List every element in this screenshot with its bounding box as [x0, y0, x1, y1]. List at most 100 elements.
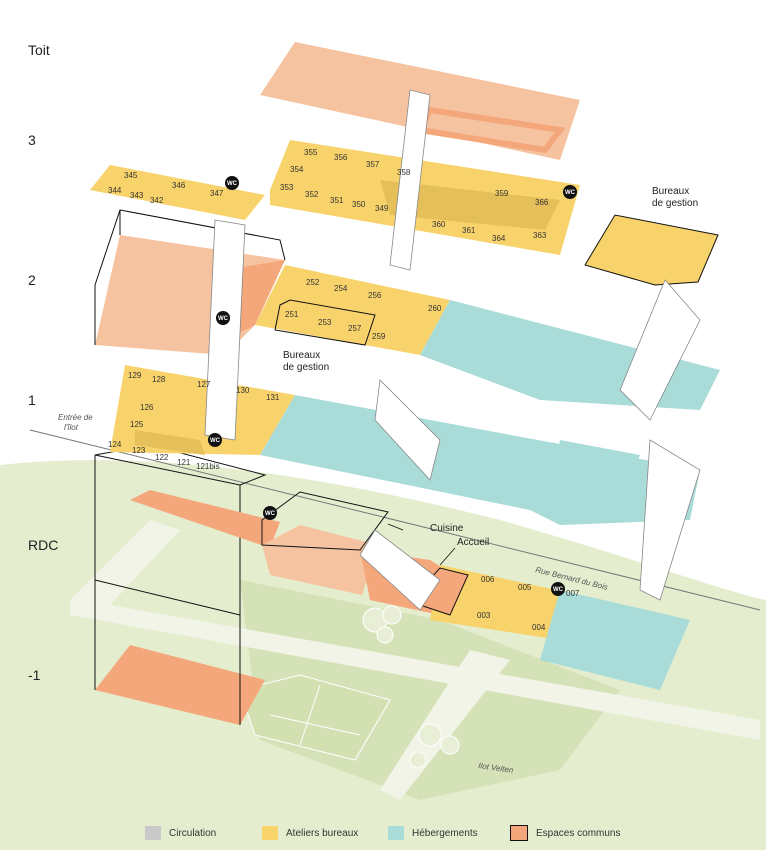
level-minus1-commons	[95, 645, 265, 725]
level2-frame	[94, 209, 286, 345]
legend: Circulation Ateliers bureaux Hébergement…	[0, 820, 766, 846]
legend-item-hebergements: Hébergements	[388, 825, 478, 841]
room-label: 125	[130, 420, 144, 429]
trees-icon	[362, 605, 460, 769]
svg-text:WC: WC	[265, 511, 276, 517]
room-label: 123	[132, 446, 146, 455]
legend-swatch-ateliers	[262, 826, 278, 840]
room-label: 361	[462, 226, 476, 235]
stairs	[204, 89, 701, 611]
room-label: 260	[428, 304, 442, 313]
level1-heb-wing	[550, 440, 640, 510]
room-label: 355	[304, 148, 318, 157]
level-label-minus1: -1	[28, 667, 41, 683]
level1-circulation	[135, 430, 205, 455]
room-label: 358	[397, 168, 411, 177]
room-label: 342	[150, 196, 164, 205]
ground-path	[70, 520, 760, 740]
room-label: 347	[210, 189, 224, 198]
accueil-label: Accueil	[457, 537, 489, 548]
rdc-ateliers	[430, 565, 580, 640]
entree-ilot-label: Entrée de	[58, 413, 93, 422]
level3-circulation	[380, 180, 560, 230]
room-label: 364	[492, 234, 506, 243]
legend-label: Circulation	[169, 827, 217, 839]
bureaux-gestion-top-label: de gestion	[652, 198, 698, 209]
room-label: 345	[124, 171, 138, 180]
wc-marker-icon: WC WC WC WC WC WC	[208, 176, 577, 596]
legend-swatch-hebergements	[388, 826, 404, 840]
room-label: 006	[481, 575, 495, 584]
room-label: 343	[130, 191, 144, 200]
room-label: 004	[532, 623, 546, 632]
entree-ilot-label: l'îlot	[64, 423, 79, 432]
legend-swatch-espaces	[510, 825, 528, 841]
room-label: 350	[352, 200, 366, 209]
room-label: 259	[372, 332, 386, 341]
svg-text:WC: WC	[565, 190, 576, 196]
room-label: 344	[108, 186, 122, 195]
room-label: 256	[368, 291, 382, 300]
room-label: 254	[334, 284, 348, 293]
level2-ateliers	[255, 265, 450, 355]
street-line	[29, 429, 761, 611]
bureaux-gestion-top-label: Bureaux	[652, 186, 689, 197]
room-label: 129	[128, 371, 142, 380]
legend-item-ateliers: Ateliers bureaux	[262, 825, 358, 841]
room-label: 363	[533, 231, 547, 240]
svg-text:WC: WC	[553, 587, 564, 593]
room-label: 121	[177, 458, 191, 467]
legend-item-circulation: Circulation	[145, 825, 216, 841]
room-label: 122	[155, 453, 169, 462]
bureaux-gestion-mid-label: de gestion	[283, 362, 329, 373]
legend-label: Espaces communs	[536, 827, 621, 839]
sport-field	[239, 674, 391, 761]
level-label-2: 2	[28, 272, 36, 288]
cuisine-label: Cuisine	[430, 523, 464, 534]
level-label-3: 3	[28, 132, 36, 148]
room-label: 124	[108, 440, 122, 449]
bureaux-gestion-top	[584, 214, 719, 286]
room-label: 007	[566, 589, 580, 598]
room-label: 359	[495, 189, 509, 198]
room-label: 356	[334, 153, 348, 162]
svg-text:WC: WC	[218, 316, 229, 322]
room-label: 003	[477, 611, 491, 620]
rdc-commons-a	[130, 490, 280, 548]
level-label-1: 1	[28, 392, 36, 408]
room-label: 366	[535, 198, 549, 207]
room-label: 127	[197, 380, 211, 389]
level-label-rdc: RDC	[28, 537, 58, 553]
rdc-hebergements	[540, 590, 690, 690]
room-label: 346	[172, 181, 186, 190]
room-label: 128	[152, 375, 166, 384]
room-label: 252	[306, 278, 320, 287]
room-label: 130	[236, 386, 250, 395]
rdc-commons-b	[262, 525, 378, 595]
level1-ateliers	[110, 365, 295, 455]
room-label: 005	[518, 583, 532, 592]
legend-swatch-circulation	[145, 826, 161, 840]
room-label: 121bis	[196, 462, 220, 471]
room-label: 131	[266, 393, 280, 402]
room-label: 349	[375, 204, 389, 213]
room-label: 126	[140, 403, 154, 412]
room-label: 351	[330, 196, 344, 205]
room-label: 353	[280, 183, 294, 192]
room-label: 257	[348, 324, 362, 333]
level3-left-ateliers	[90, 165, 265, 220]
room-label: 357	[366, 160, 380, 169]
legend-label: Hébergements	[412, 827, 478, 839]
room-label: 352	[305, 190, 319, 199]
bureaux-gestion-mid	[274, 299, 376, 346]
room-label: 360	[432, 220, 446, 229]
room-label: 253	[318, 318, 332, 327]
room-label: 251	[285, 310, 299, 319]
bureaux-gestion-mid-label: Bureaux	[283, 350, 320, 361]
room-label: 354	[290, 165, 304, 174]
legend-item-espaces: Espaces communs	[510, 825, 620, 841]
level-label-toit: Toit	[28, 42, 50, 58]
svg-text:WC: WC	[210, 438, 221, 444]
legend-label: Ateliers bureaux	[286, 827, 359, 839]
